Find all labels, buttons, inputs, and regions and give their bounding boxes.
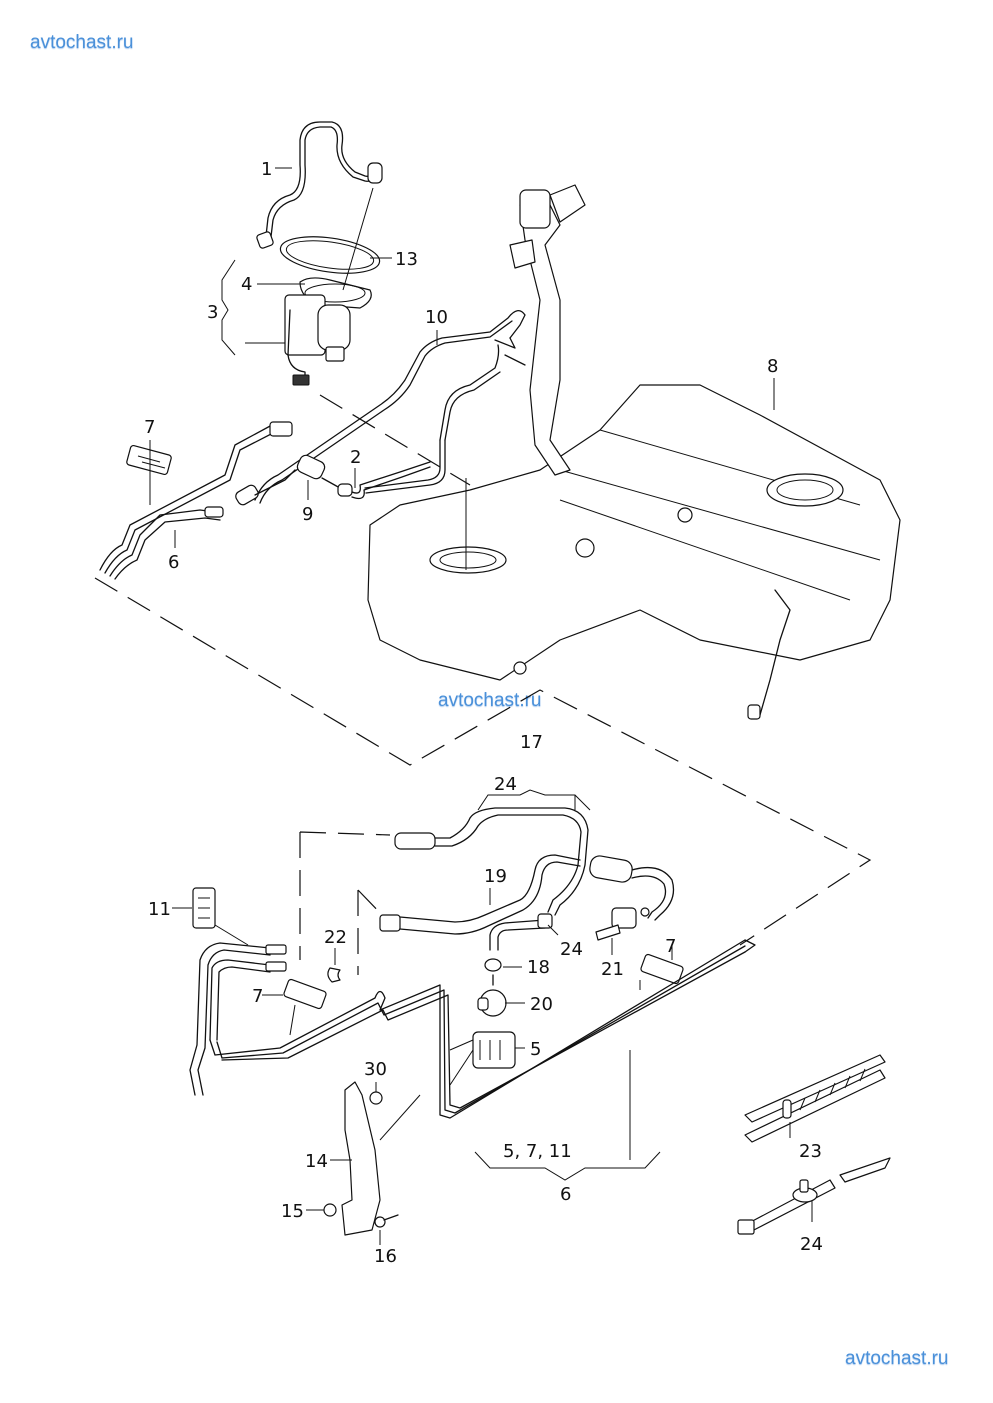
watermark-bottom: avtochast.ru: [845, 1348, 949, 1369]
callout-20: 20: [530, 994, 553, 1015]
connector-guide-line: [299, 831, 391, 975]
part-23-cable-tie-double: [744, 1054, 886, 1143]
callout-6-upper: 6: [168, 552, 179, 573]
part-13-locking-ring: [279, 236, 381, 274]
callout-16: 16: [374, 1246, 397, 1267]
part-16-bolt: [374, 1214, 399, 1228]
callout-10: 10: [425, 307, 448, 328]
callout-13: 13: [395, 249, 418, 270]
leader-lines: [149, 167, 813, 1245]
part-5-line-holder: [472, 1031, 516, 1069]
part-20-fuel-pump: [477, 974, 507, 1017]
part-7-line-clip-upper: [126, 444, 172, 476]
part-18-clamp: [484, 958, 502, 972]
part-17-hose-assembly: [394, 807, 675, 921]
callout-24-hose: 24: [560, 939, 583, 960]
callout-24-group: 24: [494, 774, 517, 795]
part-7-line-clip-lower-right: [640, 953, 684, 985]
part-9-pressure-regulator: [296, 454, 431, 500]
callout-7-lower-right: 7: [665, 936, 676, 957]
callout-5: 5: [530, 1039, 541, 1060]
part-8-fuel-tank: [367, 184, 901, 720]
part-6-fuel-line-bundle-lower: [189, 939, 756, 1119]
part-11-line-clip: [192, 887, 216, 929]
callout-22: 22: [324, 927, 347, 948]
callout-8: 8: [767, 356, 778, 377]
callout-1: 1: [261, 159, 272, 180]
callout-17: 17: [520, 732, 543, 753]
part-7-line-clip-lower-left: [283, 978, 327, 1010]
part-24-cable-tie-anchor: [737, 1157, 891, 1235]
callout-14: 14: [305, 1151, 328, 1172]
callout-21: 21: [601, 959, 624, 980]
callout-23: 23: [799, 1141, 822, 1162]
callout-6-lower: 6: [560, 1184, 571, 1205]
watermark-middle: avtochast.ru: [438, 690, 542, 711]
part-30-nut: [369, 1091, 383, 1105]
callout-18: 18: [527, 957, 550, 978]
assembly-guide-line: [319, 394, 471, 486]
callout-3: 3: [207, 302, 218, 323]
callout-7-lower-left: 7: [252, 986, 263, 1007]
callout-15: 15: [281, 1201, 304, 1222]
callout-11: 11: [148, 899, 171, 920]
callout-7-upper: 7: [144, 417, 155, 438]
callout-9: 9: [302, 504, 313, 525]
part-6-fuel-line-bundle-upper: [99, 421, 296, 580]
callout-30: 30: [364, 1059, 387, 1080]
part-22-clip: [327, 967, 341, 983]
part-19-hose: [379, 854, 581, 951]
callout-2: 2: [350, 447, 361, 468]
assembly-boundary-upper: [94, 577, 872, 946]
watermark-top: avtochast.ru: [30, 32, 134, 53]
part-15-nut: [323, 1203, 337, 1217]
callout-24-tie: 24: [800, 1234, 823, 1255]
callout-4: 4: [241, 274, 252, 295]
part-21-valve: [595, 907, 650, 941]
callout-19: 19: [484, 866, 507, 887]
callout-5-7-11: 5, 7, 11: [503, 1141, 572, 1162]
part-1-fuel-hose: [256, 121, 383, 249]
part-14-bracket: [341, 1081, 381, 1236]
part-3-fuel-pump-module: [284, 277, 372, 386]
